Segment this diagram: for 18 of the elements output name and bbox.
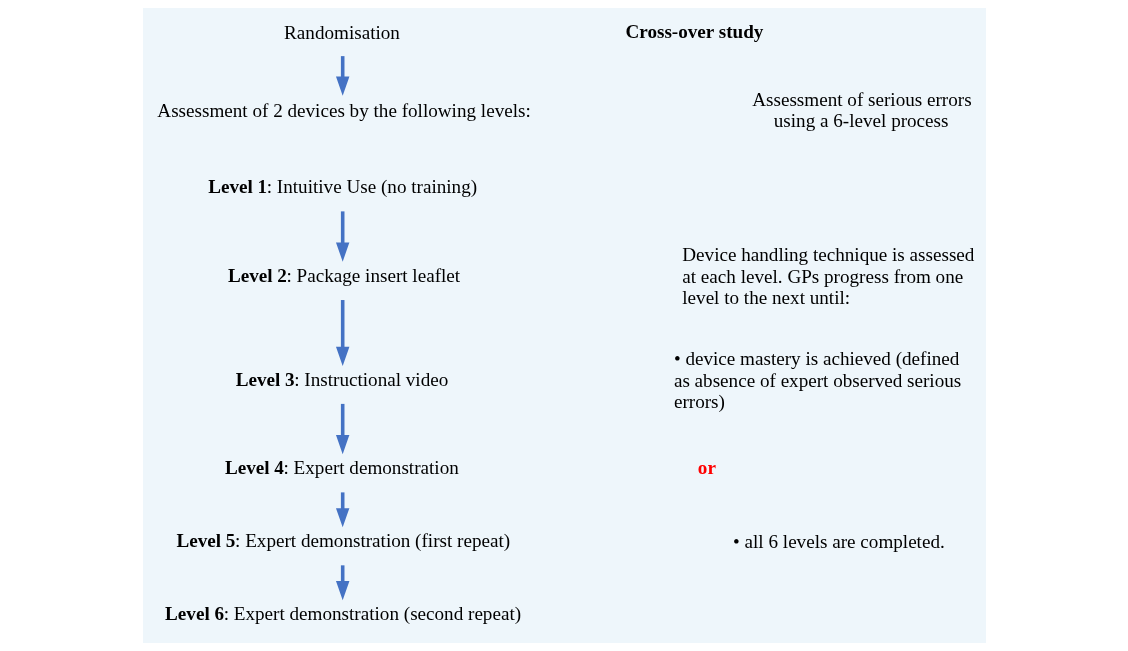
label: Cross-over study — [624, 20, 763, 42]
label: • device mastery is achieved (defined as absence of expert observed serious errors) — [673, 348, 961, 413]
node-text: Level 1: Intuitive Use (no training) — [207, 176, 477, 198]
arrow — [335, 56, 349, 96]
node-text: Level 6: Expert demonstration (second repeat) — [164, 603, 521, 625]
node-text: Randomisation — [283, 21, 400, 43]
label: or — [697, 457, 716, 479]
label: Device handling technique is assessed at each level. GPs progress from one level to the next until: — [681, 244, 974, 309]
node-text: Assessment of 2 devices by the following levels: — [156, 99, 531, 121]
node-text: Level 3: Instructional video — [235, 368, 448, 390]
arrow — [335, 403, 349, 455]
node-text: Level 4: Expert demonstration — [224, 457, 459, 479]
label: • all 6 levels are completed. — [732, 531, 945, 553]
arrow — [335, 300, 349, 366]
node-text: Level 5: Expert demonstration (first repeat) — [175, 530, 510, 552]
arrow — [335, 211, 349, 262]
label: Assessment of serious errors using a 6-level process — [751, 88, 972, 132]
node-text: Level 2: Package insert leaflet — [227, 264, 460, 286]
